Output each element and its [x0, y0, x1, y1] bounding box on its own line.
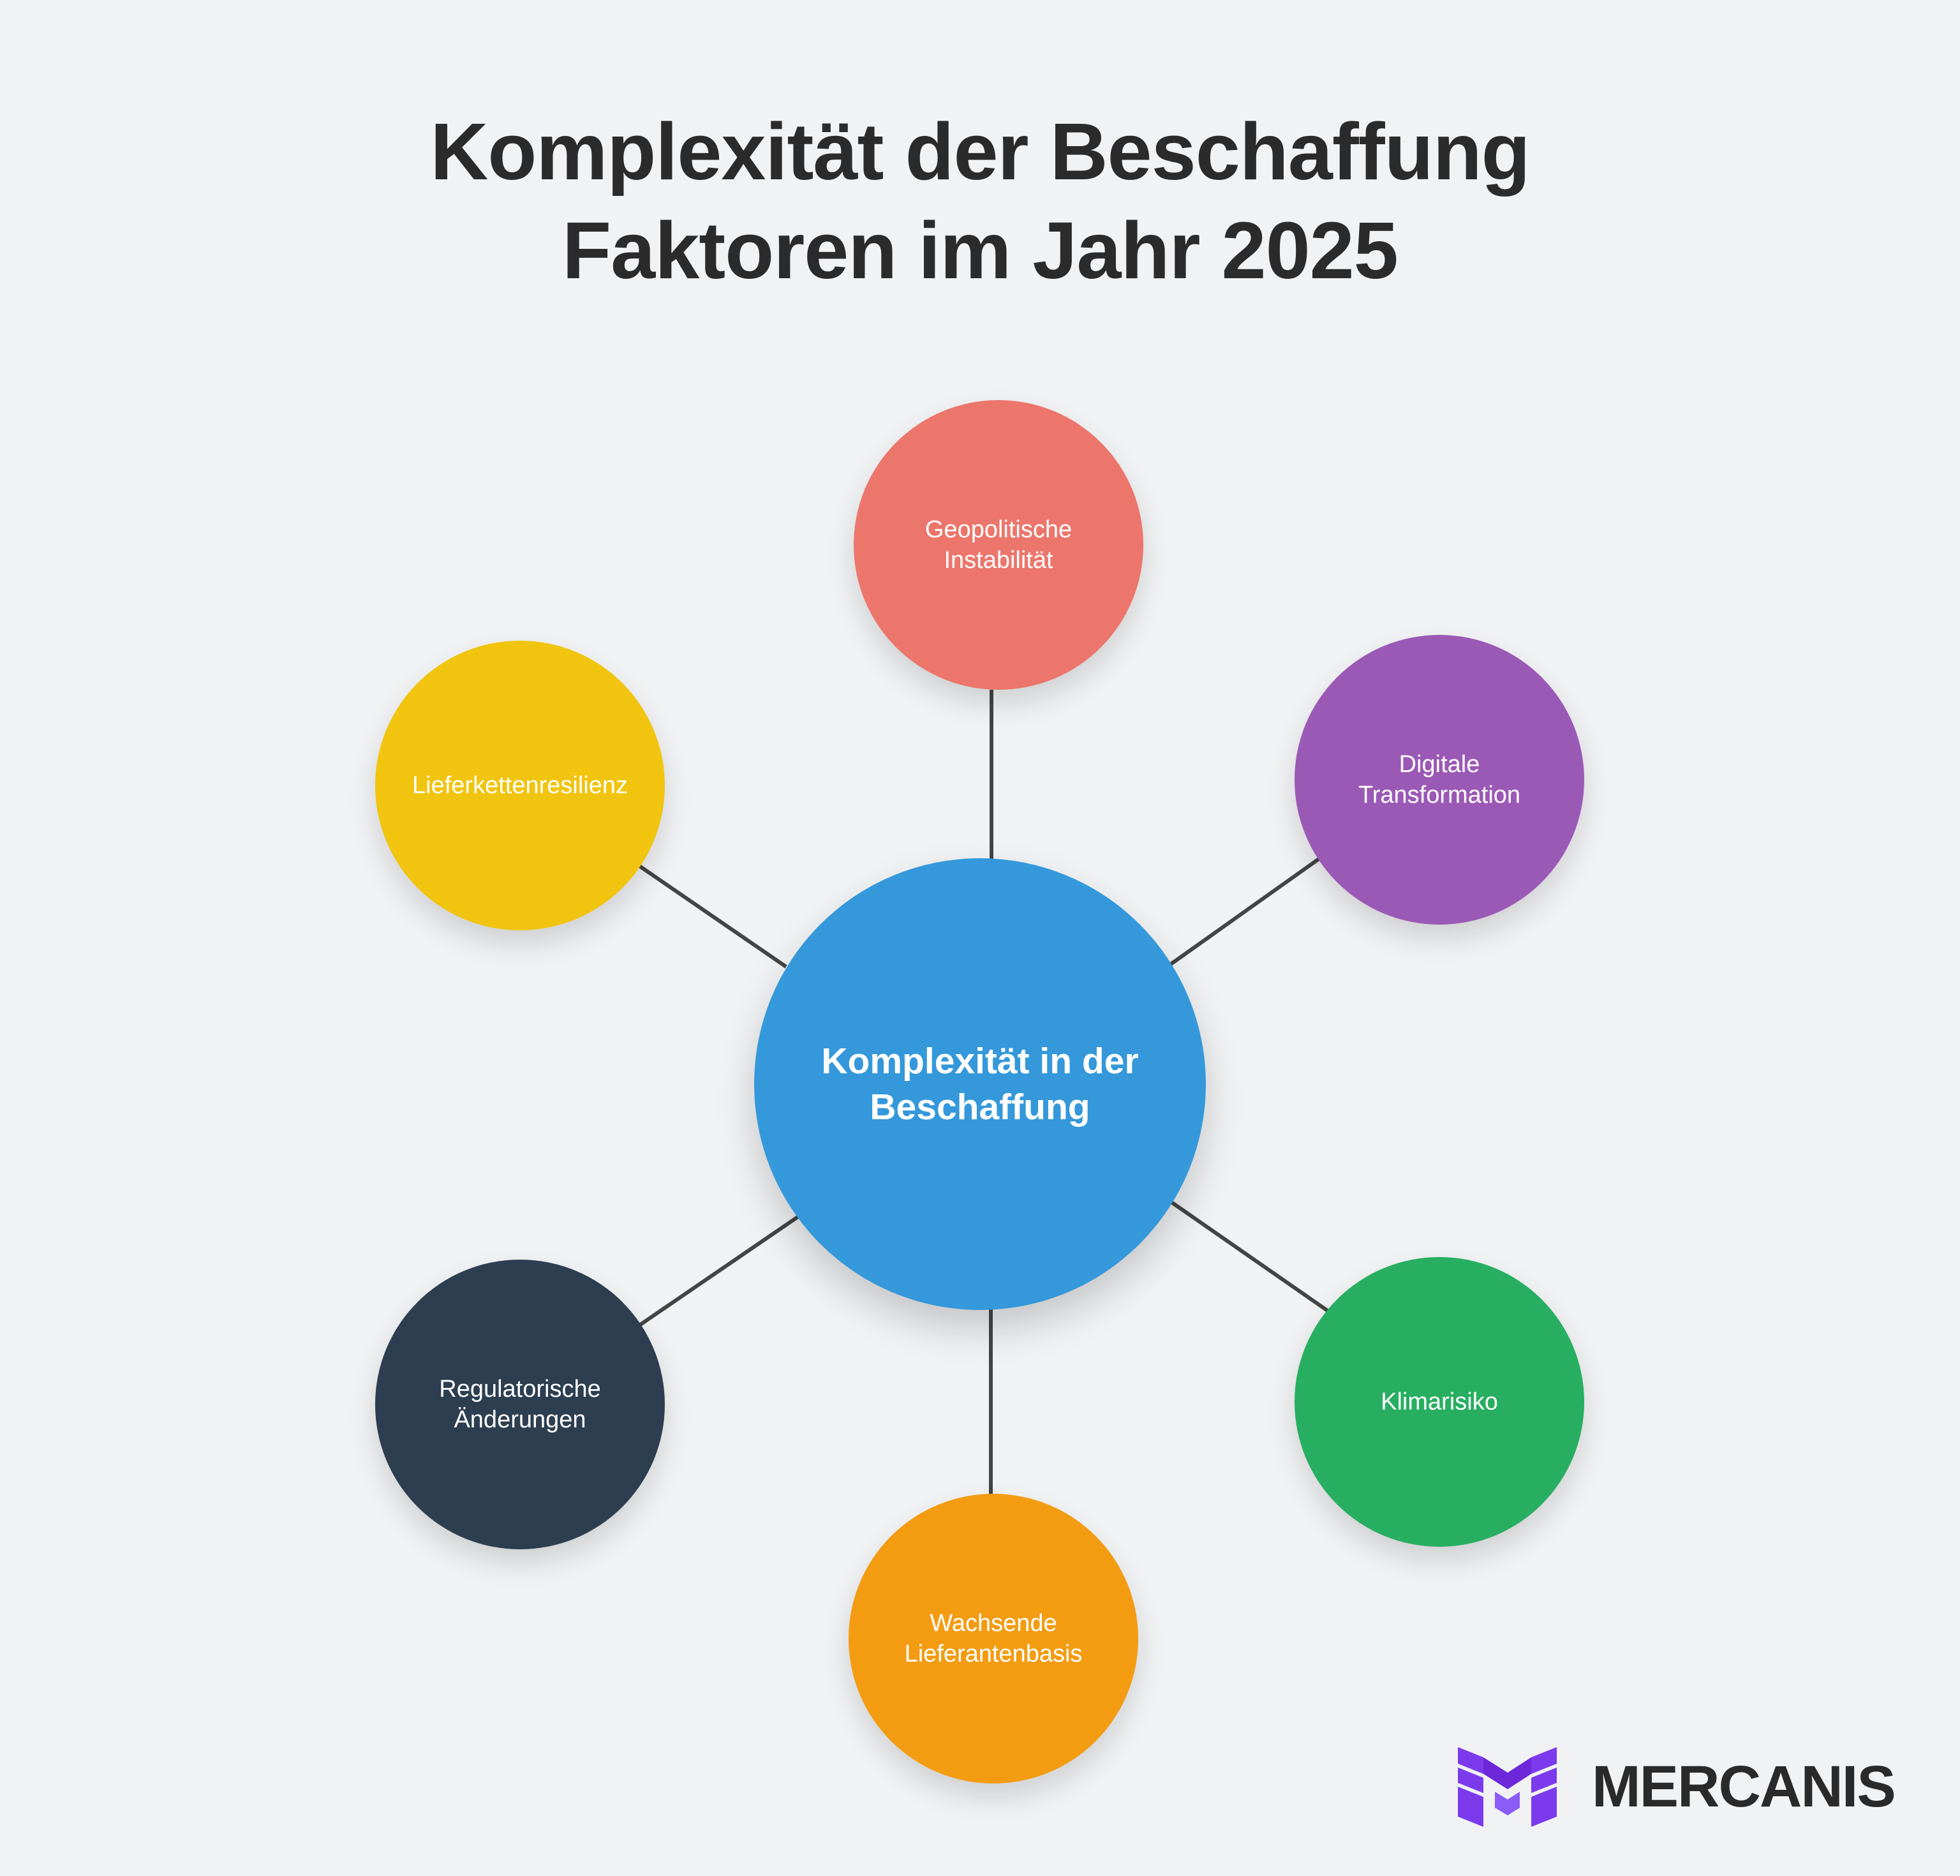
- mercanis-logo-icon: [1458, 1746, 1557, 1827]
- connector-lieferketten: [638, 864, 787, 969]
- factor-label: Digitale Transformation: [1358, 751, 1521, 808]
- factor-lieferkettenresilienz: Lieferkettenresilienz: [375, 641, 665, 930]
- mercanis-logo: MERCANIS: [1458, 1745, 1904, 1828]
- factor-digitale-transformation: Digitale Transformation: [1295, 635, 1584, 925]
- factor-label: Geopolitische Instabilität: [924, 516, 1073, 574]
- factor-label: Wachsende Lieferantenbasis: [904, 1610, 1083, 1667]
- factor-wachsende-lieferantenbasis: Wachsende Lieferantenbasis: [849, 1494, 1138, 1783]
- center-node: Komplexität in der Beschaffung: [754, 858, 1206, 1310]
- center-label: Komplexität in der Beschaffung: [821, 1041, 1139, 1128]
- connector-digitale: [1169, 856, 1322, 966]
- logo-wordmark: MERCANIS: [1592, 1753, 1896, 1819]
- factor-regulatorische-aenderungen: Regulatorische Änderungen: [375, 1260, 665, 1549]
- connector-regulatorische: [638, 1214, 800, 1327]
- title-line-1: Komplexität der Beschaffung: [430, 107, 1530, 197]
- factor-label: Lieferkettenresilienz: [412, 772, 628, 799]
- title-line-2: Faktoren im Jahr 2025: [562, 205, 1399, 295]
- page-title: Komplexität der Beschaffung Faktoren im …: [0, 102, 1960, 300]
- connector-klimarisiko: [1170, 1200, 1332, 1314]
- factor-label: Klimarisiko: [1381, 1388, 1498, 1415]
- factor-label: Regulatorische Änderungen: [439, 1376, 601, 1433]
- factor-klimarisiko: Klimarisiko: [1295, 1257, 1584, 1547]
- factor-geopolitische-instabilitaet: Geopolitische Instabilität: [854, 400, 1143, 690]
